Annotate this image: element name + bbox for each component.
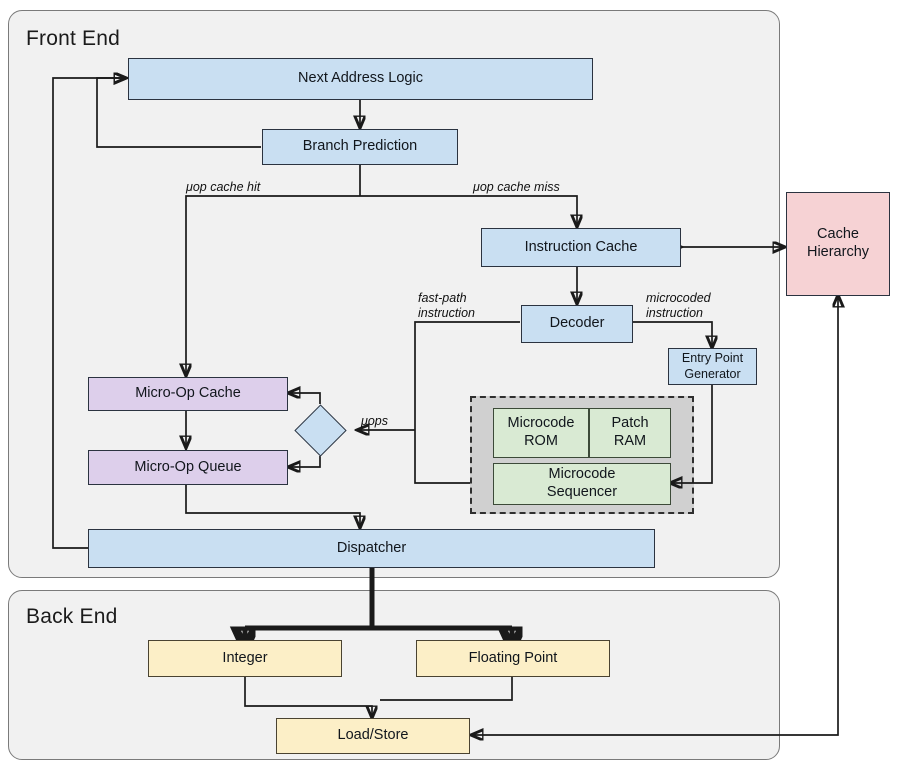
edge-label-fast-path-instruction: fast-path instruction <box>418 291 475 320</box>
node-branch-prediction[interactable]: Branch Prediction <box>262 129 458 165</box>
node-floating-point[interactable]: Floating Point <box>416 640 610 677</box>
node-label: Load/Store <box>337 727 409 744</box>
node-label: Microcode Sequencer <box>546 466 618 500</box>
node-label: Integer <box>222 649 268 666</box>
edge-label-uop-cache-miss: μop cache miss <box>473 180 560 194</box>
node-label: Dispatcher <box>336 539 407 556</box>
node-label: Next Address Logic <box>298 70 423 87</box>
node-patch-ram[interactable]: Patch RAM <box>589 408 671 458</box>
node-label: Micro-Op Cache <box>135 385 241 402</box>
edge-label-uops: μops <box>361 414 389 428</box>
node-label: Microcode ROM <box>507 415 575 449</box>
node-label: Patch RAM <box>611 415 649 449</box>
node-next-address-logic[interactable]: Next Address Logic <box>128 58 593 100</box>
edge-label-microcoded-instruction: microcoded instruction <box>646 291 711 320</box>
node-entry-point-generator[interactable]: Entry Point Generator <box>668 348 757 385</box>
node-micro-op-queue[interactable]: Micro-Op Queue <box>88 450 288 485</box>
node-label: Cache Hierarchy <box>806 226 870 260</box>
node-instruction-cache[interactable]: Instruction Cache <box>481 228 681 267</box>
panel-title-front-end: Front End <box>26 27 121 50</box>
node-dispatcher[interactable]: Dispatcher <box>88 529 655 568</box>
node-integer[interactable]: Integer <box>148 640 342 677</box>
node-label: Entry Point Generator <box>681 351 744 381</box>
node-label: Decoder <box>549 315 605 332</box>
node-microcode-sequencer[interactable]: Microcode Sequencer <box>493 463 671 505</box>
edge-label-uop-cache-hit: μop cache hit <box>186 180 261 194</box>
node-microcode-rom[interactable]: Microcode ROM <box>493 408 589 458</box>
node-micro-op-cache[interactable]: Micro-Op Cache <box>88 377 288 411</box>
node-label: Micro-Op Queue <box>134 458 242 475</box>
node-label: Branch Prediction <box>302 138 418 155</box>
node-cache-hierarchy[interactable]: Cache Hierarchy <box>786 192 890 296</box>
node-decoder[interactable]: Decoder <box>521 305 633 343</box>
panel-title-back-end: Back End <box>26 605 118 628</box>
node-load-store[interactable]: Load/Store <box>276 718 470 754</box>
node-label: Floating Point <box>468 649 558 666</box>
node-label: Instruction Cache <box>524 238 638 255</box>
